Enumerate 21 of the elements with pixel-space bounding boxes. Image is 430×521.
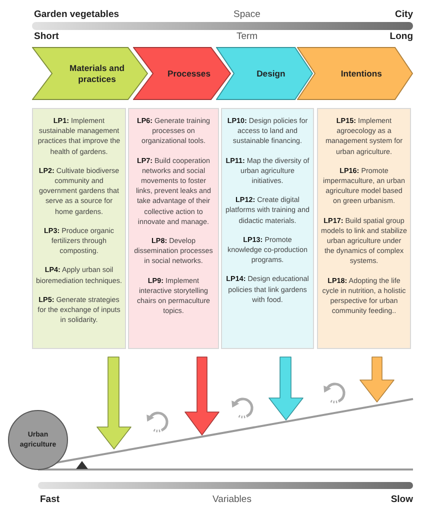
scale-end-label: Long <box>390 31 413 42</box>
scale-end-label: City <box>395 9 413 20</box>
banner-label: Intentions <box>340 68 383 79</box>
text-panel <box>221 108 314 349</box>
chevron-banner <box>32 47 148 100</box>
scale-end-label: Garden vegetables <box>34 9 120 20</box>
text-panel <box>32 108 126 349</box>
scale-end-label: Short <box>34 31 59 42</box>
text-panel <box>128 108 219 349</box>
chevron-banner <box>297 47 413 100</box>
banner-label: Processes <box>166 68 212 79</box>
banner-label: Materials and practices <box>68 62 126 84</box>
text-panel <box>317 108 411 349</box>
banner-label: Design <box>256 68 286 79</box>
scale-title: Term <box>236 31 258 42</box>
chevron-banner <box>133 47 231 100</box>
scale-end-label: Fast <box>40 494 60 505</box>
scale-end-label: Slow <box>390 494 413 505</box>
scale-title: Space <box>234 9 260 20</box>
chevron-banner <box>216 47 313 100</box>
scale-title: Variables <box>212 494 252 505</box>
